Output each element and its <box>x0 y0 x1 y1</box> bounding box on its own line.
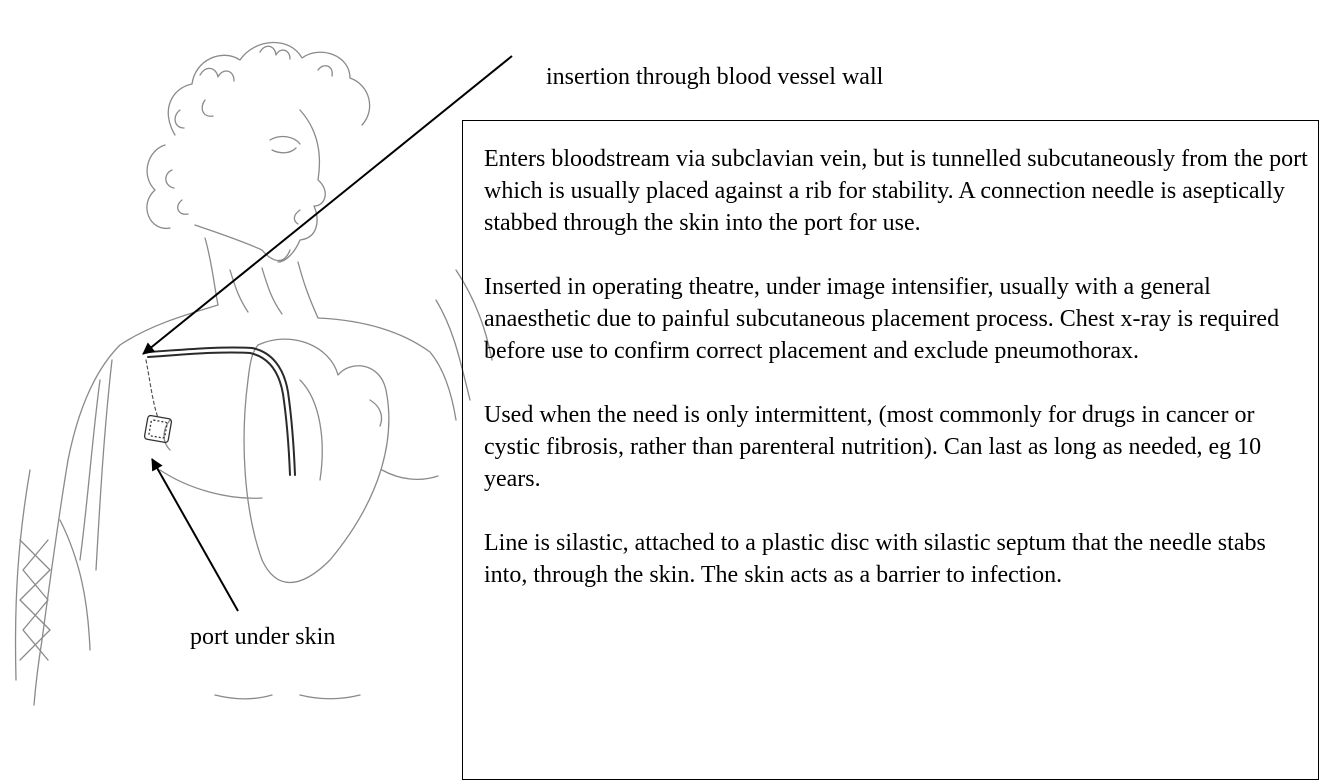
insertion-label: insertion through blood vessel wall <box>546 62 883 92</box>
description-box: Enters bloodstream via subclavian vein, … <box>462 120 1319 780</box>
implanted-port-icon <box>144 415 172 443</box>
description-paragraph-materials: Line is silastic, attached to a plastic … <box>484 527 1308 591</box>
human-torso-sketch-icon <box>16 42 492 705</box>
insertion-pointer-arrow <box>143 56 512 354</box>
port-pointer-arrow <box>152 459 238 611</box>
description-paragraph-usage: Used when the need is only intermittent,… <box>484 399 1308 495</box>
port-label: port under skin <box>190 622 335 652</box>
description-paragraph-entry: Enters bloodstream via subclavian vein, … <box>484 143 1308 239</box>
description-paragraph-insertion: Inserted in operating theatre, under ima… <box>484 271 1308 367</box>
catheter-line-icon <box>146 347 295 475</box>
